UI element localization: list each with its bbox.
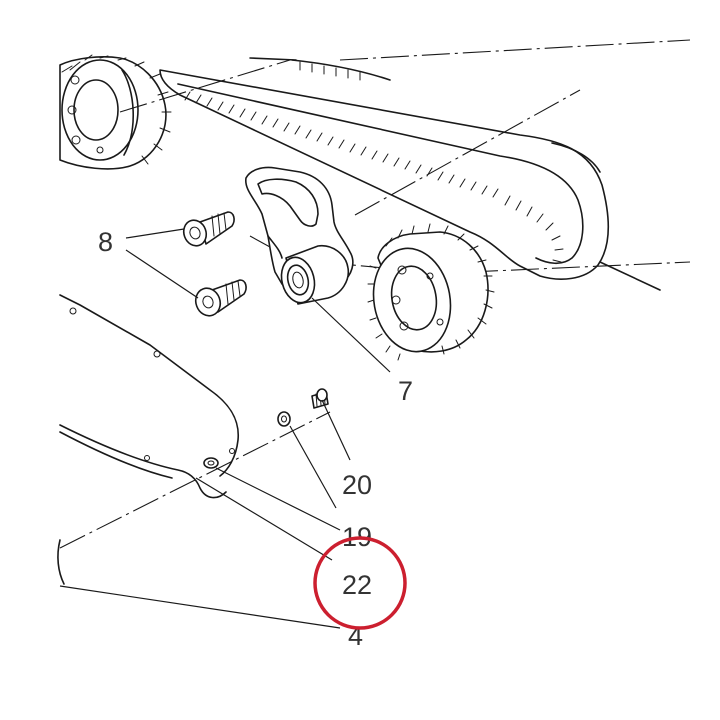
tensioner-pulley bbox=[280, 244, 350, 305]
highlight-circle bbox=[313, 536, 407, 630]
screw-20 bbox=[311, 388, 329, 409]
bolt-upper bbox=[182, 211, 235, 247]
bolt-lower bbox=[194, 279, 247, 317]
callouts: 8 7 20 19 22 4 bbox=[98, 227, 413, 651]
cover-plate bbox=[57, 294, 239, 585]
callout-7: 7 bbox=[398, 376, 413, 406]
callout-8: 8 bbox=[98, 227, 113, 257]
callout-22: 22 bbox=[342, 570, 372, 600]
callout-20: 20 bbox=[342, 470, 372, 500]
upper-left-pulley bbox=[59, 54, 172, 170]
camshaft-sprocket bbox=[367, 223, 495, 361]
timing-belt bbox=[159, 57, 661, 291]
leader-lines bbox=[59, 228, 391, 629]
washer-19 bbox=[277, 411, 291, 427]
